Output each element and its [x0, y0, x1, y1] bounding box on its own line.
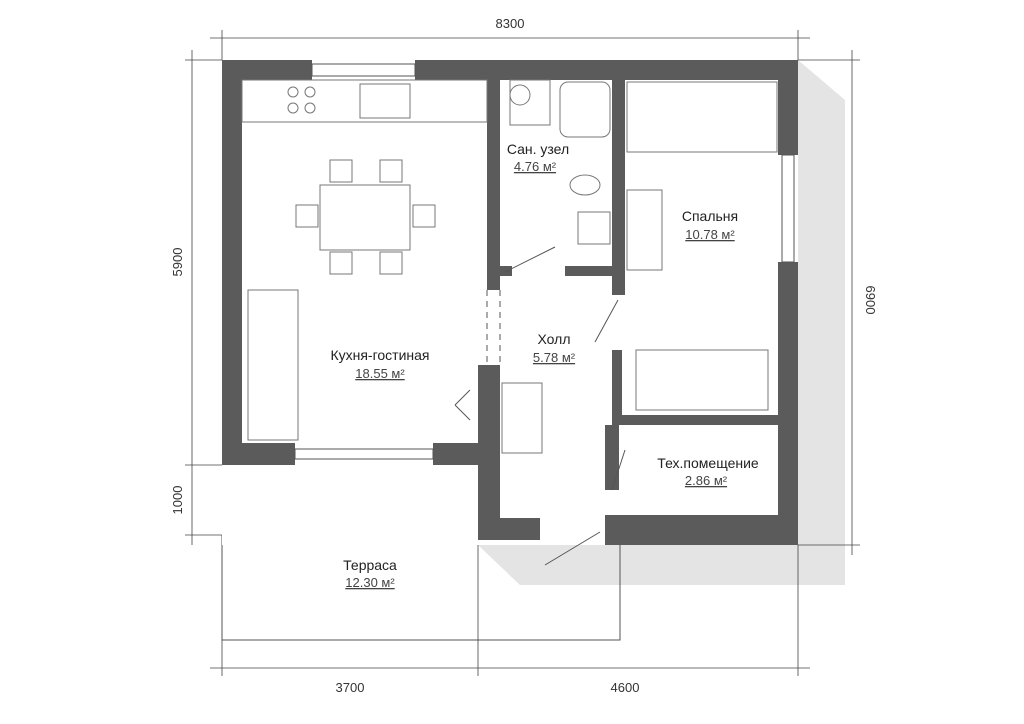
room-area-tech: 2.86 м²: [685, 473, 728, 488]
walls: [222, 60, 798, 545]
room-name-tech: Тех.помещение: [657, 455, 759, 471]
windows: [294, 63, 795, 460]
room-area-hall: 5.78 м²: [533, 350, 576, 365]
dimension-right: 6900: [863, 286, 878, 315]
room-name-bathroom: Сан. узел: [507, 141, 569, 157]
dimension-left-terrace: 1000: [170, 486, 185, 515]
dimension-left-main: 5900: [170, 248, 185, 277]
doors: [454, 246, 626, 566]
room-area-terrace: 12.30 м²: [345, 575, 395, 590]
room-area-bathroom: 4.76 м²: [514, 159, 557, 174]
room-name-kitchen: Кухня-гостиная: [330, 347, 429, 363]
room-area-bedroom: 10.78 м²: [685, 227, 735, 242]
dimension-top: 8300: [496, 16, 525, 31]
dimension-bottom-left: 3700: [336, 680, 365, 695]
room-area-kitchen: 18.55 м²: [355, 366, 405, 381]
furniture: [241, 79, 778, 454]
room-name-terrace: Терраса: [343, 557, 397, 573]
room-name-bedroom: Спальня: [682, 208, 738, 224]
dimension-lines: [185, 30, 860, 676]
room-name-hall: Холл: [538, 331, 571, 347]
dimension-bottom-right: 4600: [611, 680, 640, 695]
